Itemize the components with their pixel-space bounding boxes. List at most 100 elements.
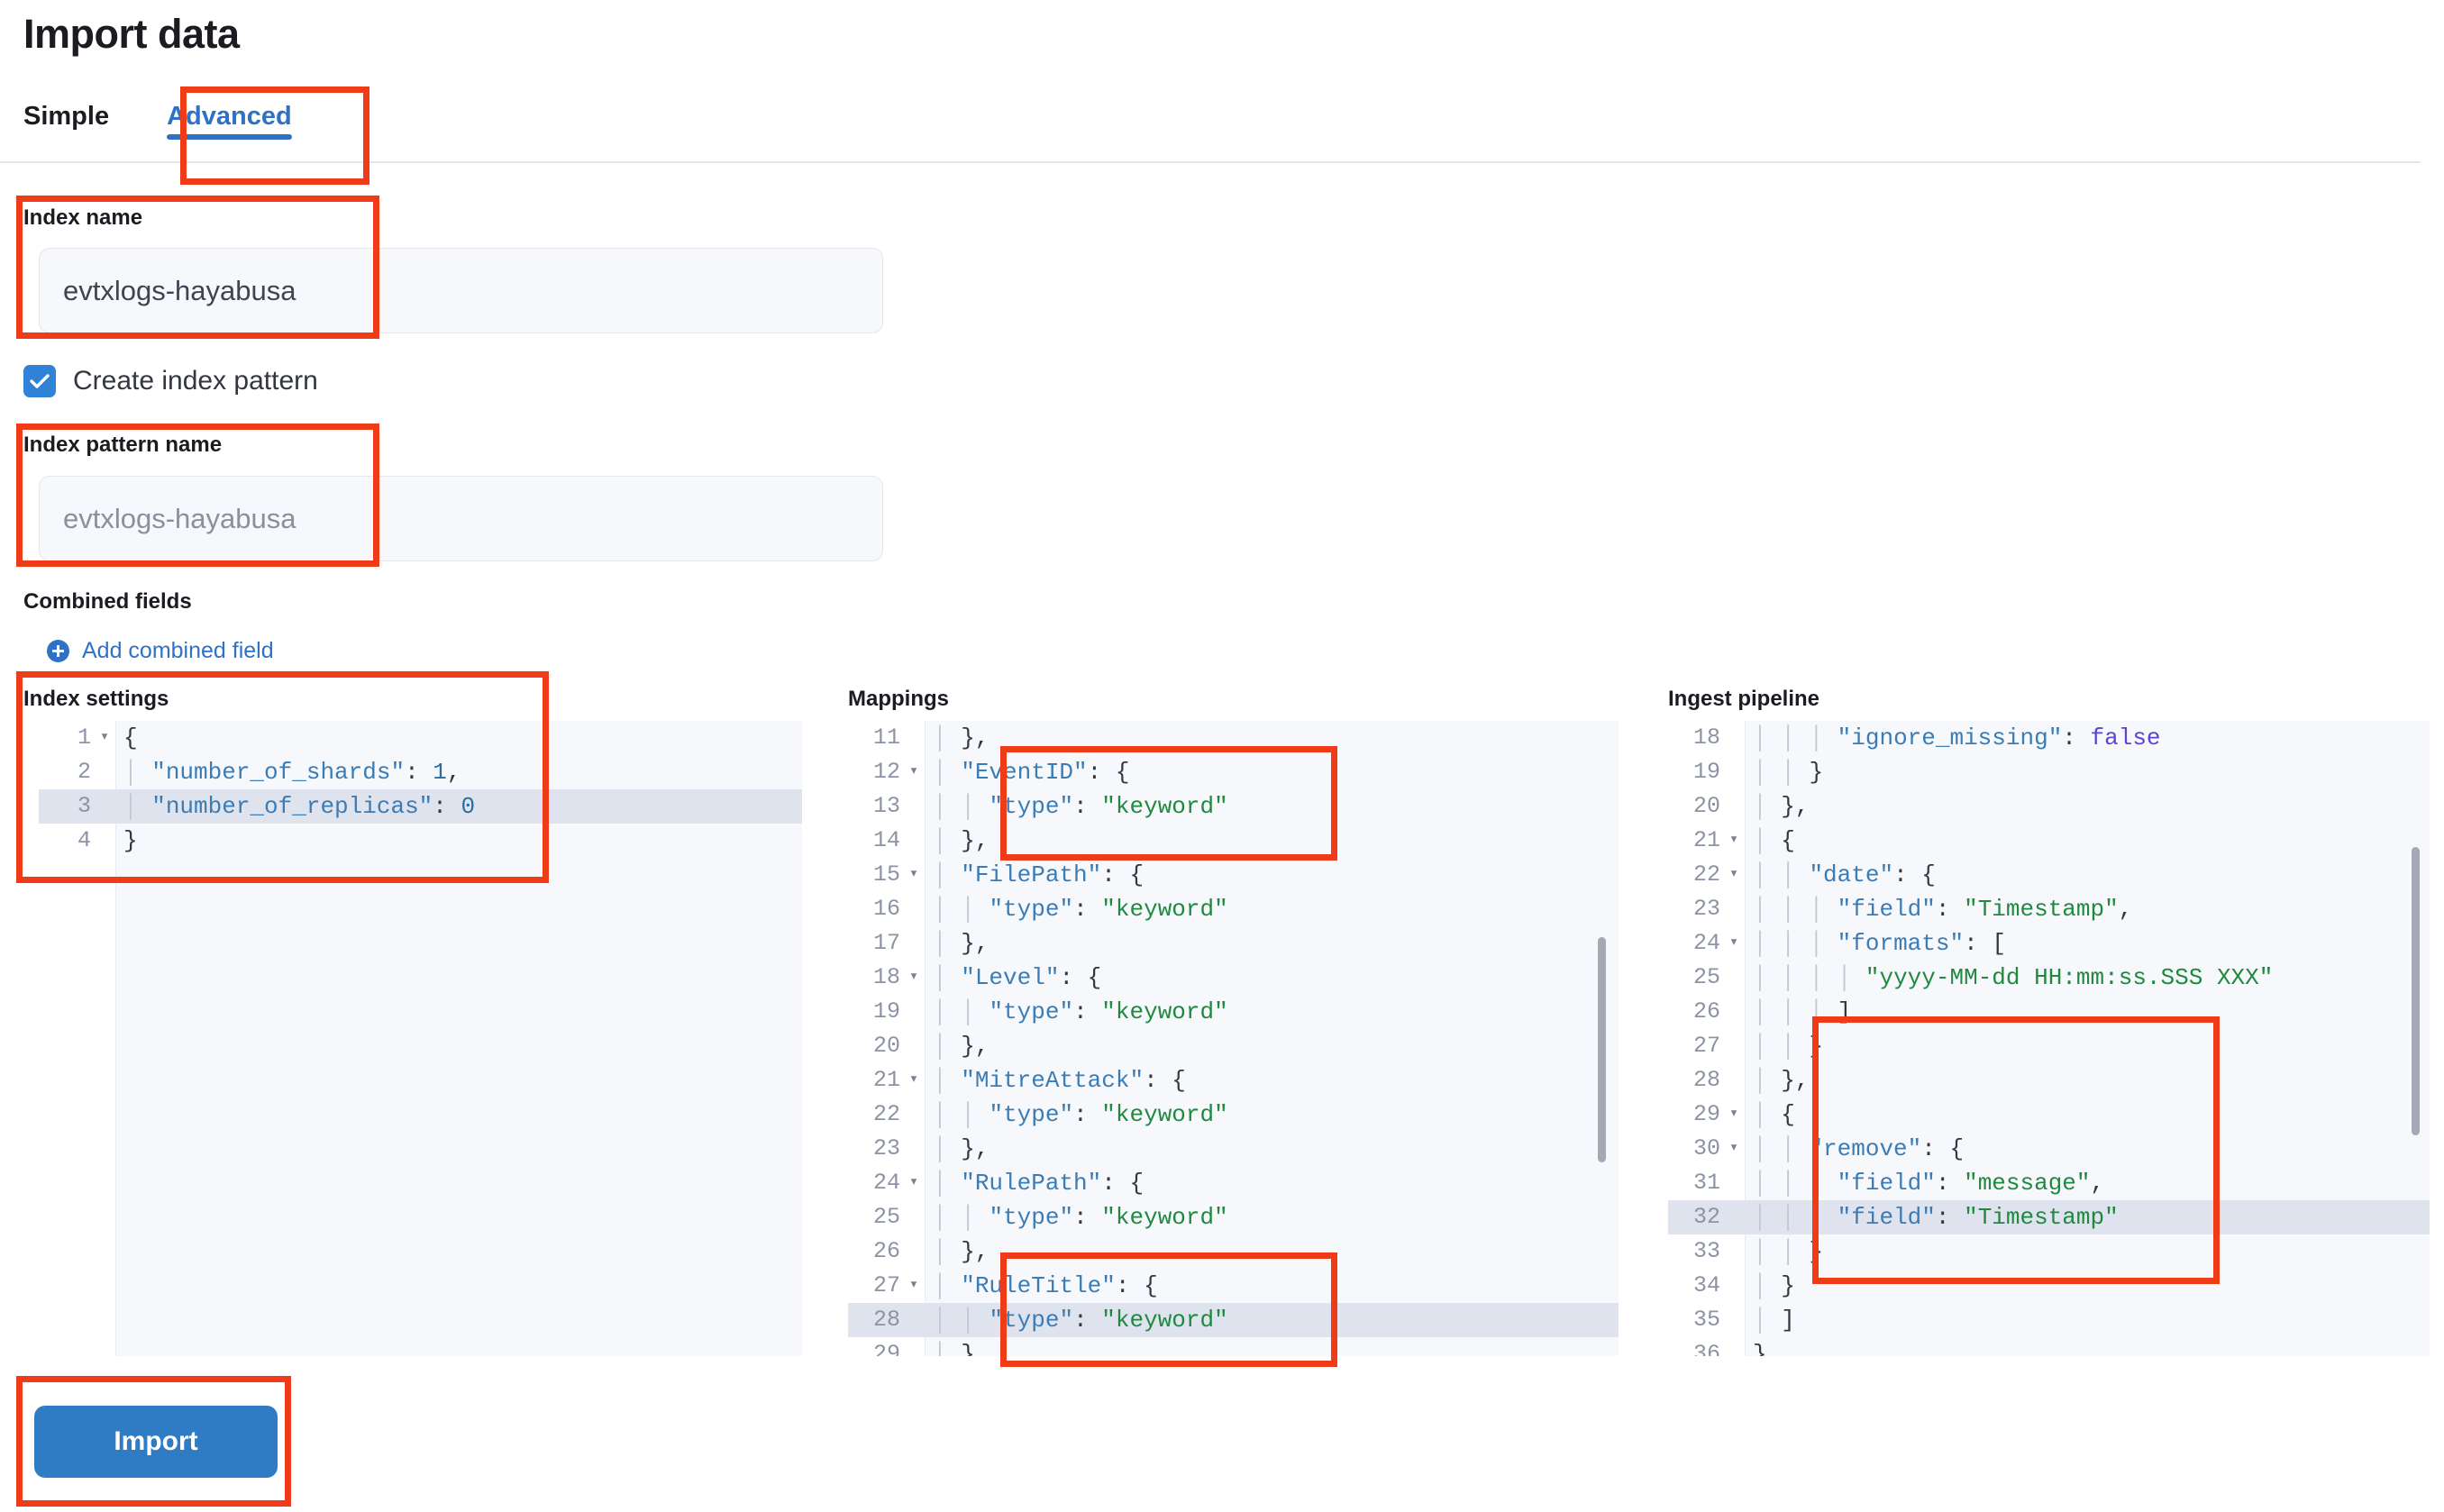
code-text: │ │ "date": { [1753,861,1936,888]
code-line[interactable]: 23│ }, [848,1132,1619,1166]
code-line[interactable]: 35│ ] [1668,1303,2430,1337]
code-line[interactable]: 33│ │ } [1668,1234,2430,1269]
code-line[interactable]: 17│ }, [848,926,1619,961]
code-line[interactable]: 25 │ │ "type": "keyword" [848,1200,1619,1234]
code-line[interactable]: 15 ▾ │ "FilePath": { [848,858,1619,892]
ingest-pipeline-title: Ingest pipeline [1668,687,1820,711]
code-line[interactable]: 18│ │ │ "ignore_missing": false [1668,721,2430,755]
code-line[interactable]: 21▾│ "MitreAttack": { [848,1063,1619,1098]
fold-caret-icon[interactable]: ▾ [99,729,110,746]
code-line[interactable]: 29▾│ { [1668,1098,2430,1132]
code-line[interactable]: 12▾│ "EventID": { [848,755,1619,789]
code-text: │ }, [933,724,989,751]
code-text: │ │ │ "formats": [ [1753,930,2006,957]
line-number: 15 [872,861,900,888]
tab-advanced[interactable]: Advanced [136,95,323,151]
code-line[interactable]: 2 │ "number_of_shards": 1, [39,755,802,789]
line-number: 27 [872,1272,900,1298]
code-line[interactable]: 16│ │ "type": "keyword" [848,892,1619,926]
fold-caret-icon[interactable]: ▾ [1728,866,1739,883]
code-line[interactable]: 28│ }, [1668,1063,2430,1098]
code-text: │ "number_of_shards": 1, [123,759,461,786]
code-line[interactable]: 20│ }, [848,1029,1619,1063]
code-line[interactable]: 22│ │ "type": "keyword" [848,1098,1619,1132]
code-line[interactable]: 23│ │ │ "field": "Timestamp", [1668,892,2430,926]
code-line[interactable]: 13│ │ "type": "keyword" [848,789,1619,824]
fold-caret-icon[interactable]: ▾ [908,969,919,986]
checkmark-icon[interactable] [23,365,56,397]
code-line[interactable]: 24▾│ "RulePath": { [848,1166,1619,1200]
code-line[interactable]: 21▾│ { [1668,824,2430,858]
code-text: │ │ } [1753,1033,1824,1060]
code-text: │ │ │ ] [1753,998,1852,1025]
code-line[interactable]: 11│ }, [848,721,1619,755]
code-line[interactable]: 19│ │ } [1668,755,2430,789]
line-number: 32 [1692,1204,1720,1230]
page-title: Import data [23,11,240,57]
code-line[interactable]: 32│ │ │ "field": "Timestamp" [1668,1200,2430,1234]
code-line[interactable]: 22 ▾ │ │ "date": { [1668,858,2430,892]
code-text: │ "Level": { [933,964,1102,991]
fold-caret-icon[interactable]: ▾ [908,866,919,883]
fold-caret-icon[interactable]: ▾ [908,1277,919,1294]
fold-caret-icon[interactable]: ▾ [908,1174,919,1191]
line-number: 25 [872,1204,900,1230]
fold-caret-icon[interactable]: ▾ [908,1071,919,1088]
code-line[interactable]: 29│ }, [848,1337,1619,1356]
code-text: │ } [1753,1272,1795,1299]
code-line[interactable]: 34│ } [1668,1269,2430,1303]
code-line[interactable]: 31│ │ │ "field": "message", [1668,1166,2430,1200]
code-line[interactable]: 36} [1668,1337,2430,1356]
fold-caret-icon[interactable]: ▾ [1728,1140,1739,1157]
code-text: │ }, [933,1033,989,1060]
code-text: │ "FilePath": { [933,861,1144,888]
code-line[interactable]: 1▾{ [39,721,802,755]
code-line[interactable]: 27│ │ } [1668,1029,2430,1063]
mappings-scrollbar[interactable] [1598,937,1606,1162]
line-number: 24 [1692,930,1720,956]
index-name-input[interactable]: evtxlogs-hayabusa [39,248,883,333]
index-settings-editor[interactable]: 1▾{ 2 │ "number_of_shards": 1, 3│ "number_o… [39,721,802,1356]
code-line[interactable]: 30▾│ │ "remove": { [1668,1132,2430,1166]
create-index-pattern-label: Create index pattern [73,366,318,396]
fold-caret-icon[interactable]: ▾ [908,763,919,780]
index-pattern-name-input[interactable]: evtxlogs-hayabusa [39,476,883,561]
code-line[interactable]: 27▾│ "RuleTitle": { [848,1269,1619,1303]
tab-simple[interactable]: Simple [23,102,110,131]
code-text: │ │ "type": "keyword" [933,1101,1228,1128]
ingest-pipeline-scrollbar[interactable] [2412,847,2420,1135]
code-line[interactable]: 24 ▾ │ │ │ "formats": [ [1668,926,2430,961]
code-line[interactable]: 25│ │ │ │ "yyyy-MM-dd HH:mm:ss.SSS XXX" [1668,961,2430,995]
code-line[interactable]: 28│ │ "type": "keyword" [848,1303,1619,1337]
add-combined-field-button[interactable]: Add combined field [47,638,274,664]
fold-caret-icon[interactable]: ▾ [1728,1106,1739,1123]
code-line[interactable]: 26│ │ │ ] [1668,995,2430,1029]
code-text: │ │ "remove": { [1753,1135,1965,1162]
code-line[interactable]: 14│ }, [848,824,1619,858]
import-button[interactable]: Import [34,1406,278,1478]
code-line[interactable]: 19│ │ "type": "keyword" [848,995,1619,1029]
line-number: 36 [1692,1341,1720,1356]
line-number: 14 [872,827,900,853]
code-line[interactable]: 20│ }, [1668,789,2430,824]
add-combined-field-label: Add combined field [82,638,274,663]
code-text: │ ] [1753,1307,1795,1334]
code-line[interactable]: 3│ "number_of_replicas": 0 [39,789,802,824]
fold-caret-icon[interactable]: ▾ [1728,934,1739,952]
code-line[interactable]: 4} [39,824,802,858]
code-line[interactable]: 18▾│ "Level": { [848,961,1619,995]
fold-caret-icon[interactable]: ▾ [1728,832,1739,849]
code-text: │ │ │ │ "yyyy-MM-dd HH:mm:ss.SSS XXX" [1753,964,2274,991]
line-number: 29 [872,1341,900,1356]
line-number: 22 [1692,861,1720,888]
create-index-pattern-row[interactable]: Create index pattern [23,365,318,397]
code-text: │ │ "type": "keyword" [933,896,1228,923]
code-line[interactable]: 26│ }, [848,1234,1619,1269]
code-text: │ │ "type": "keyword" [933,1204,1228,1231]
index-settings-title: Index settings [23,687,169,711]
code-text: │ }, [933,930,989,957]
line-number: 21 [872,1067,900,1093]
line-number: 2 [77,759,91,785]
mappings-editor[interactable]: 11│ },12▾│ "EventID": {13│ │ "type": "ke… [848,721,1619,1356]
